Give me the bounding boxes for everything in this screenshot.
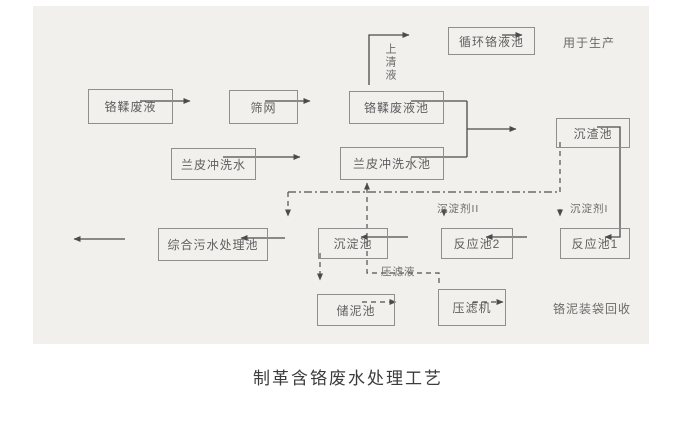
label-precipitant-2: 沉淀剂II [437, 203, 480, 215]
label-for-production: 用于生产 [563, 36, 616, 50]
flow-connectors [73, 32, 621, 305]
label-filtrate: 压滤液 [381, 266, 416, 278]
node-filter-press: 压滤机 [438, 289, 506, 326]
label-supernatant: 上清液 [384, 43, 396, 82]
node-blue-hide-rinse-water: 兰皮冲洗水 [171, 148, 256, 180]
node-reaction-pool-1: 反应池1 [560, 228, 630, 259]
node-reaction-pool-2: 反应池2 [441, 228, 513, 259]
node-screen-mesh: 筛网 [229, 90, 298, 124]
arrow-supernatant-to-recycle-pool [368, 32, 410, 85]
label-chrome-sludge-recovery: 铬泥装袋回收 [553, 302, 632, 316]
node-recycle-chrome-pool: 循环铬液池 [448, 27, 535, 55]
diagram-caption: 制革含铬废水处理工艺 [253, 369, 443, 388]
node-sludge-storage-pool: 储泥池 [317, 294, 395, 326]
arrow-residue-pool-to-reaction1 [597, 126, 621, 240]
node-chrome-tanning-waste: 铬鞣废液 [88, 89, 173, 124]
node-blue-hide-rinse-pool: 兰皮冲洗水池 [340, 147, 444, 180]
node-comprehensive-sewage-pool: 综合污水处理池 [158, 228, 268, 261]
node-chrome-waste-pool: 铬鞣废液池 [349, 91, 444, 124]
label-precipitant-1: 沉淀剂I [570, 203, 609, 215]
flowchart-panel: 铬鞣废液 筛网 铬鞣废液池 循环铬液池 兰皮冲洗水 兰皮冲洗水池 沉渣池 反应池… [33, 6, 649, 344]
node-sedimentation-pool: 沉淀池 [318, 228, 388, 259]
node-residue-settling-pool: 沉渣池 [556, 118, 630, 148]
